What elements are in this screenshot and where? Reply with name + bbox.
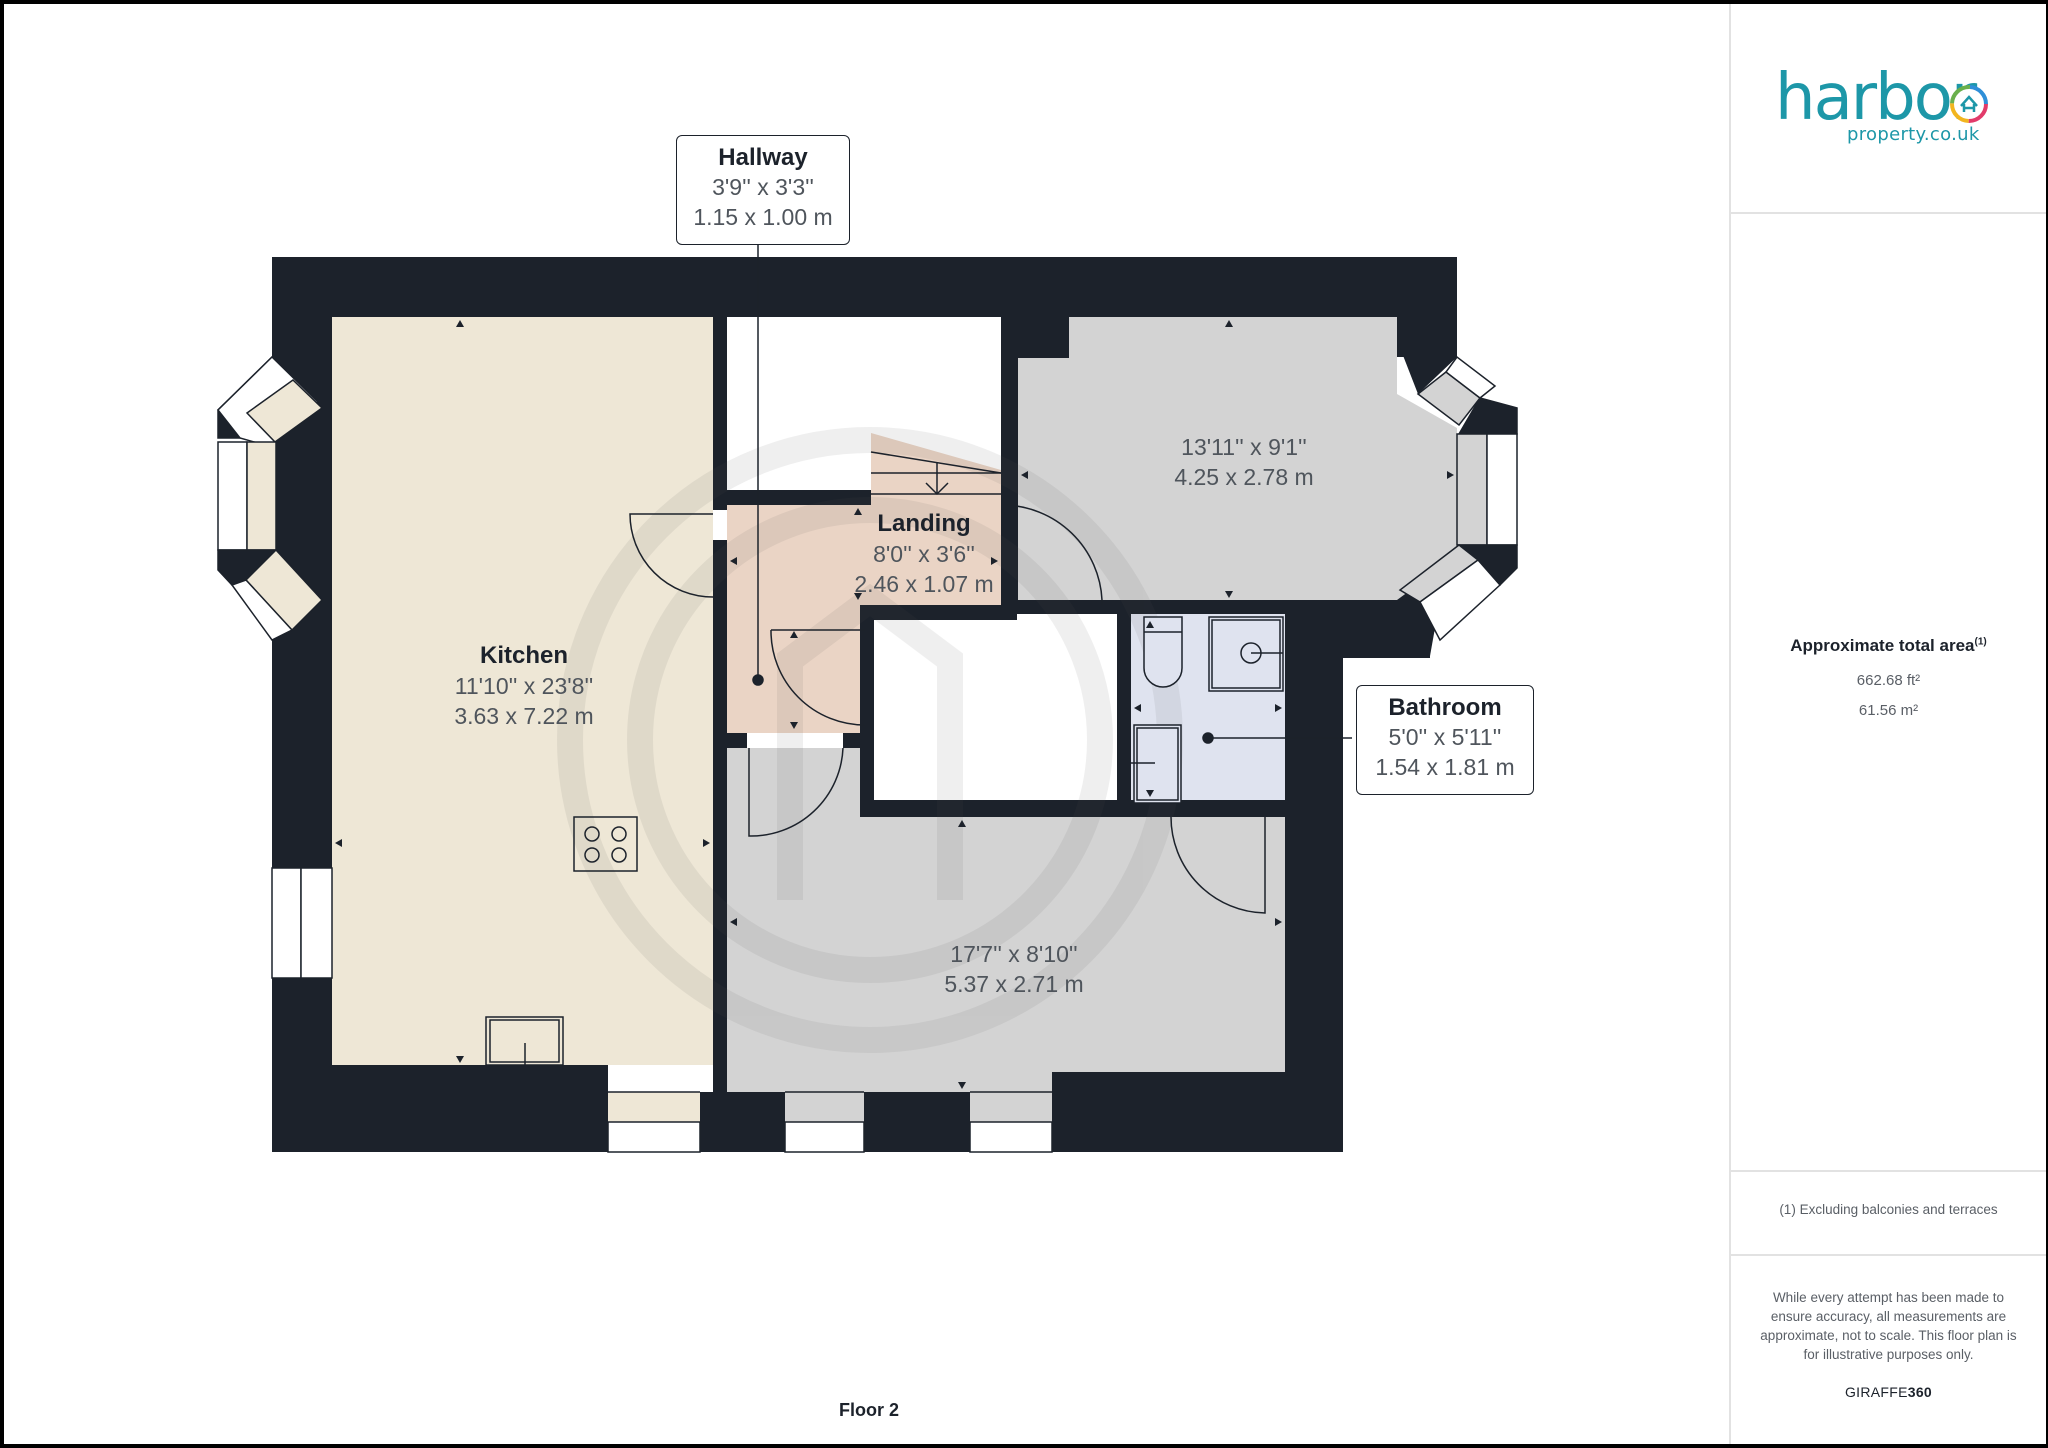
area-sqft: 662.68 ft² xyxy=(1856,672,1921,689)
kitchen-floor xyxy=(332,317,713,1065)
bedroom-bottom-label: 17'7'' x 8'10'' 5.37 x 2.71 m xyxy=(904,939,1124,999)
hallway-name: Hallway xyxy=(718,144,808,171)
room-fills xyxy=(332,317,1457,1122)
giraffe360-brand: GIRAFFE360 xyxy=(1731,1384,2046,1400)
disclaimer-text: While every attempt has been made to ens… xyxy=(1760,1290,2017,1362)
bedroom-top-imperial: 13'11'' x 9'1'' xyxy=(1181,434,1307,460)
area-title-note: (1) xyxy=(1974,636,1987,648)
bedroom-top-metric: 4.25 x 2.78 m xyxy=(1174,464,1314,490)
landing-imperial: 8'0'' x 3'6'' xyxy=(873,541,975,567)
info-sidebar: harbor property.co.uk Approximate total … xyxy=(1729,4,2046,1444)
measurement-markers xyxy=(335,320,1454,1089)
floor-plan-drawing xyxy=(216,242,1518,1153)
basin xyxy=(1133,724,1182,804)
kitchen-label: Kitchen 11'10'' x 23'8'' 3.63 x 7.22 m xyxy=(424,641,624,731)
kitchen-metric: 3.63 x 7.22 m xyxy=(454,703,594,729)
bathroom-metric: 1.54 x 1.81 m xyxy=(1375,754,1515,780)
bedroom-bay-window xyxy=(1398,355,1518,642)
brand-light: GIRAFFE xyxy=(1844,1384,1908,1400)
logo-section: harbor property.co.uk xyxy=(1731,4,2046,214)
logo-wordmark: harbor xyxy=(1775,61,1977,135)
bedroom-bottom-imperial: 17'7'' x 8'10'' xyxy=(950,941,1078,967)
kitchen-window-left xyxy=(271,867,333,979)
hallway-metric: 1.15 x 1.00 m xyxy=(693,204,833,230)
logo-domain: property.co.uk xyxy=(1847,124,1980,145)
kitchen-bay-window xyxy=(216,355,324,641)
hallway-callout: Hallway 3'9'' x 3'3'' 1.15 x 1.00 m xyxy=(676,135,850,245)
bathroom-imperial: 5'0'' x 5'11'' xyxy=(1388,724,1502,750)
disclaimer-section: While every attempt has been made to ens… xyxy=(1731,1254,2046,1444)
kitchen-name: Kitchen xyxy=(479,642,568,669)
kitchen-imperial: 11'10'' x 23'8'' xyxy=(454,673,594,699)
bathroom-fixtures xyxy=(1131,616,1284,804)
area-title: Approximate total area(1) xyxy=(1731,636,2046,656)
bedroom-top-floor xyxy=(1018,317,1457,600)
landing-name: Landing xyxy=(877,510,971,537)
bathroom-name: Bathroom xyxy=(1388,694,1502,721)
bottom-windows xyxy=(607,1091,1053,1153)
walls xyxy=(272,257,1457,1152)
landing-floor xyxy=(727,433,1001,733)
area-title-text: Approximate total area xyxy=(1790,636,1975,655)
doors xyxy=(629,504,1266,914)
stairs xyxy=(870,451,1002,496)
bedroom-top-label: 13'11'' x 9'1'' 4.25 x 2.78 m xyxy=(1134,432,1354,492)
hob xyxy=(573,816,638,872)
footnote-section: (1) Excluding balconies and terraces xyxy=(1731,1170,2046,1256)
bedroom-bottom-floor xyxy=(727,748,1285,1092)
toilet xyxy=(1143,616,1183,688)
landing-label: Landing 8'0'' x 3'6'' 2.46 x 1.07 m xyxy=(824,509,1024,599)
bedroom-bottom-metric: 5.37 x 2.71 m xyxy=(944,971,1084,997)
watermark-logo xyxy=(557,427,1183,1053)
floor-label: Floor 2 xyxy=(838,1400,899,1420)
bathroom-callout: Bathroom 5'0'' x 5'11'' 1.54 x 1.81 m xyxy=(1356,685,1534,795)
callout-leaders xyxy=(752,242,1352,744)
landing-metric: 2.46 x 1.07 m xyxy=(854,571,994,597)
brand-bold: 360 xyxy=(1907,1384,1933,1400)
floor-plan-sheet: Hallway 3'9'' x 3'3'' 1.15 x 1.00 m Bath… xyxy=(4,4,2046,1444)
house-ring-icon xyxy=(1950,85,1988,123)
floor-plan-area: Hallway 3'9'' x 3'3'' 1.15 x 1.00 m Bath… xyxy=(4,4,1729,1444)
sink xyxy=(485,1016,564,1066)
footnote-text: (1) Excluding balconies and terraces xyxy=(1779,1202,1998,1217)
hallway-imperial: 3'9'' x 3'3'' xyxy=(712,174,814,200)
area-sqm: 61.56 m² xyxy=(1858,702,1919,719)
area-summary: Approximate total area(1) 662.68 ft² 61.… xyxy=(1731,212,2046,1172)
shower-tray xyxy=(1208,616,1284,692)
harbor-logo: harbor property.co.uk xyxy=(1775,62,2005,162)
